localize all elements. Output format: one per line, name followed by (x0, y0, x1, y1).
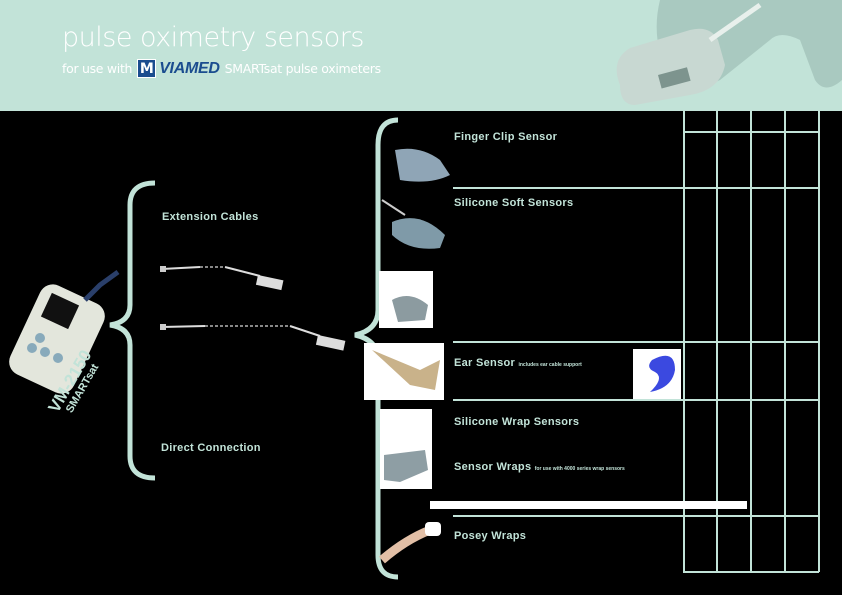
extension-cable-short (160, 266, 284, 291)
subtitle-prefix: for use with (62, 61, 133, 76)
sensor-note: includes ear cable support (518, 362, 582, 368)
finger-clip-sensor-image (395, 148, 450, 182)
posey-wrap-image (379, 522, 441, 564)
silicone-soft-sensor-image (381, 199, 445, 249)
ear-cable-support-photo (633, 349, 681, 399)
sensor-ear: Ear Sensor includes ear cable support (454, 357, 582, 369)
direct-connection-label: Direct Connection (161, 442, 261, 454)
logo-mark-icon: M (137, 59, 157, 78)
silicone-soft-sensor-photo (379, 271, 433, 328)
extension-cables-label: Extension Cables (162, 211, 259, 223)
viamed-logo: M VIAMED (137, 59, 220, 78)
extension-cable-long (160, 324, 346, 351)
small-brace (109, 180, 156, 481)
grid-line (453, 187, 819, 189)
grid-line (453, 341, 819, 343)
sensor-finger-clip: Finger Clip Sensor (454, 131, 558, 143)
oximeter-device-image (9, 269, 120, 394)
large-brace (354, 117, 399, 580)
sensor-note: for use with 4000 series wrap sensors (534, 466, 625, 472)
grid-line (453, 399, 819, 401)
logo-text: VIAMED (159, 59, 220, 77)
subtitle-suffix: SMARTsat pulse oximeters (224, 61, 382, 76)
sensor-wraps: Sensor Wraps for use with 4000 series wr… (454, 461, 625, 473)
header-banner: pulse oximetry sensors for use with M VI… (0, 0, 842, 111)
grid-line (683, 131, 819, 133)
subtitle: for use with M VIAMED SMARTsat pulse oxi… (62, 59, 381, 78)
sensor-silicone-wrap: Silicone Wrap Sensors (454, 416, 580, 428)
hand-with-finger-sensor-image (616, 0, 842, 105)
ear-sensor-photo (364, 343, 444, 400)
silicone-wrap-sensor-photo (380, 409, 432, 489)
grid-line (453, 515, 819, 517)
grid-line (683, 571, 819, 573)
divider-bar (430, 501, 747, 509)
sensor-silicone-soft: Silicone Soft Sensors (454, 197, 574, 209)
sensor-name: Ear Sensor (454, 357, 516, 369)
sensor-name: Sensor Wraps (454, 461, 532, 473)
sensor-posey-wraps: Posey Wraps (454, 530, 527, 542)
page-title: pulse oximetry sensors (62, 22, 364, 53)
